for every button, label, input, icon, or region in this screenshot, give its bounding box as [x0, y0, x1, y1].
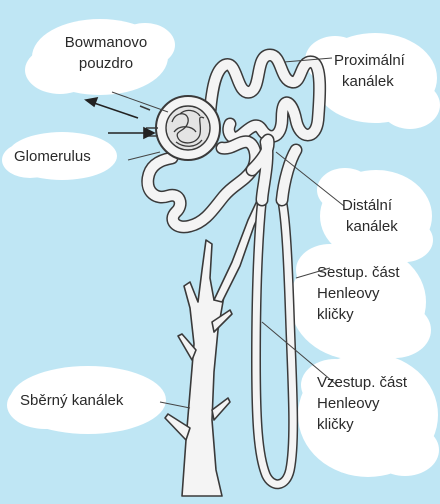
label-proximal-line2: kanálek [334, 71, 405, 92]
label-descending-line3: kličky [317, 304, 400, 325]
label-distal-tubule: Distální kanálek [342, 195, 398, 237]
label-distal-line1: Distální [342, 195, 398, 216]
label-descending-line1: Sestup. část [317, 262, 400, 283]
label-bowman-line2: pouzdro [42, 53, 170, 74]
label-descending-limb: Sestup. část Henleovy kličky [317, 262, 400, 325]
label-ascending-limb: Vzestup. část Henleovy kličky [317, 372, 407, 435]
label-glomerulus: Glomerulus [14, 146, 91, 167]
label-ascending-line2: Henleovy [317, 393, 407, 414]
label-bowman-line1: Bowmanovo [42, 32, 170, 53]
label-ascending-line3: kličky [317, 414, 407, 435]
label-bowman-capsule: Bowmanovo pouzdro [42, 32, 170, 74]
bowman-capsule [156, 96, 220, 160]
label-glomerulus-text: Glomerulus [14, 146, 91, 167]
label-collecting-text: Sběrný kanálek [20, 390, 123, 411]
label-descending-line2: Henleovy [317, 283, 400, 304]
label-ascending-line1: Vzestup. část [317, 372, 407, 393]
label-proximal-tubule: Proximální kanálek [334, 50, 405, 92]
label-collecting-duct: Sběrný kanálek [20, 390, 123, 411]
label-distal-line2: kanálek [342, 216, 398, 237]
label-proximal-line1: Proximální [334, 50, 405, 71]
